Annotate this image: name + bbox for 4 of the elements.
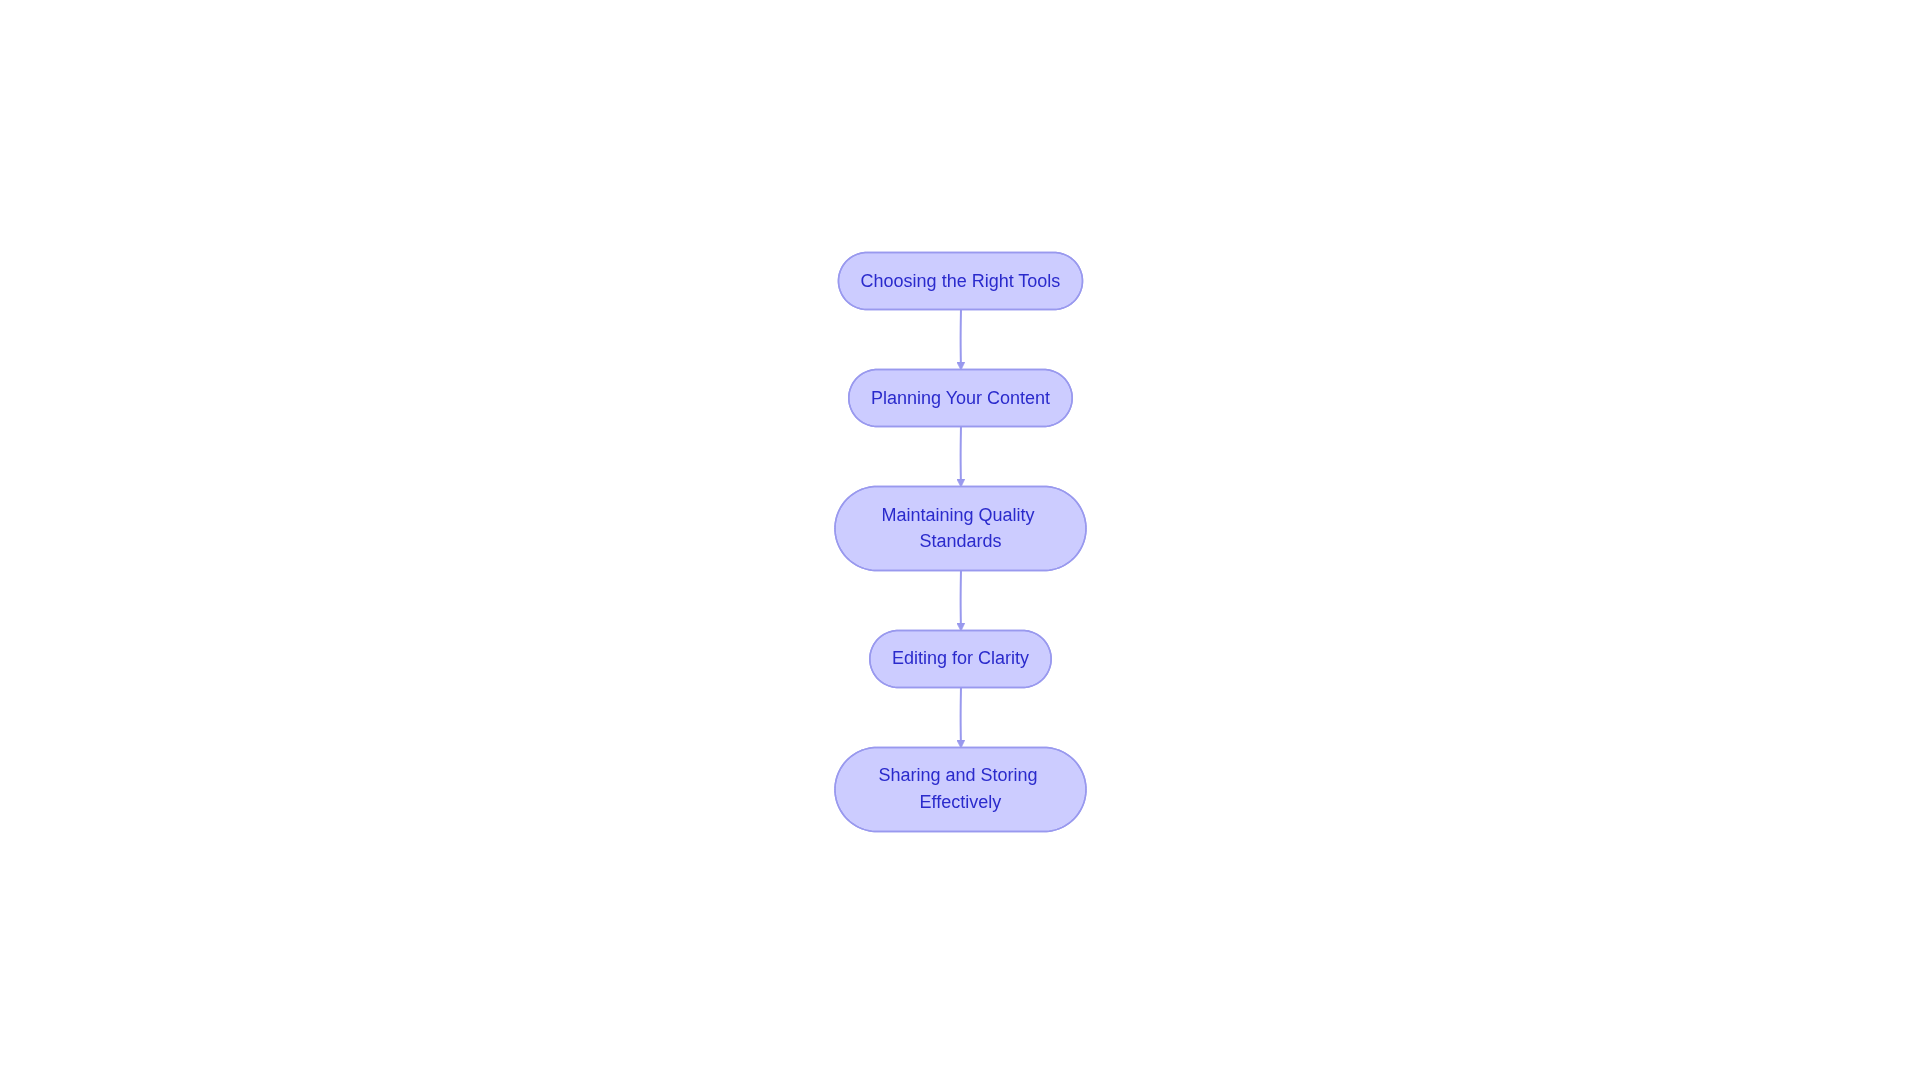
arrow [955,686,965,748]
arrow [955,308,965,370]
arrow [955,569,965,631]
arrow [955,425,965,487]
